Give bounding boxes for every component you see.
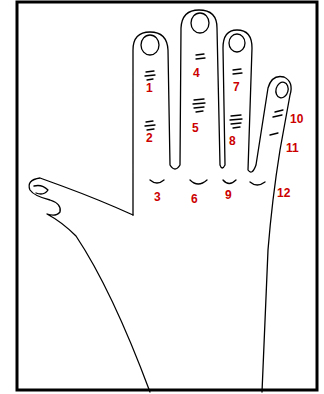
nail <box>191 13 209 33</box>
callout-number: 8 <box>229 135 236 147</box>
callout-number: 6 <box>191 193 198 205</box>
nail <box>141 35 159 55</box>
nail <box>274 81 290 100</box>
callout-number: 12 <box>277 187 290 199</box>
callout-number: 2 <box>146 132 153 144</box>
crease-marks <box>145 54 283 185</box>
callout-number: 9 <box>225 189 232 201</box>
callout-number: 10 <box>290 113 303 125</box>
nail <box>229 34 245 52</box>
frame <box>17 2 317 390</box>
callout-number: 3 <box>154 191 161 203</box>
callout-number: 11 <box>286 142 299 154</box>
callout-number: 1 <box>146 82 153 94</box>
thumb-nail <box>34 186 48 195</box>
callout-number: 4 <box>193 67 200 79</box>
thumb-outline <box>29 178 150 392</box>
callout-number: 5 <box>192 122 199 134</box>
hand-outline <box>133 10 291 392</box>
callout-number: 7 <box>233 81 240 93</box>
